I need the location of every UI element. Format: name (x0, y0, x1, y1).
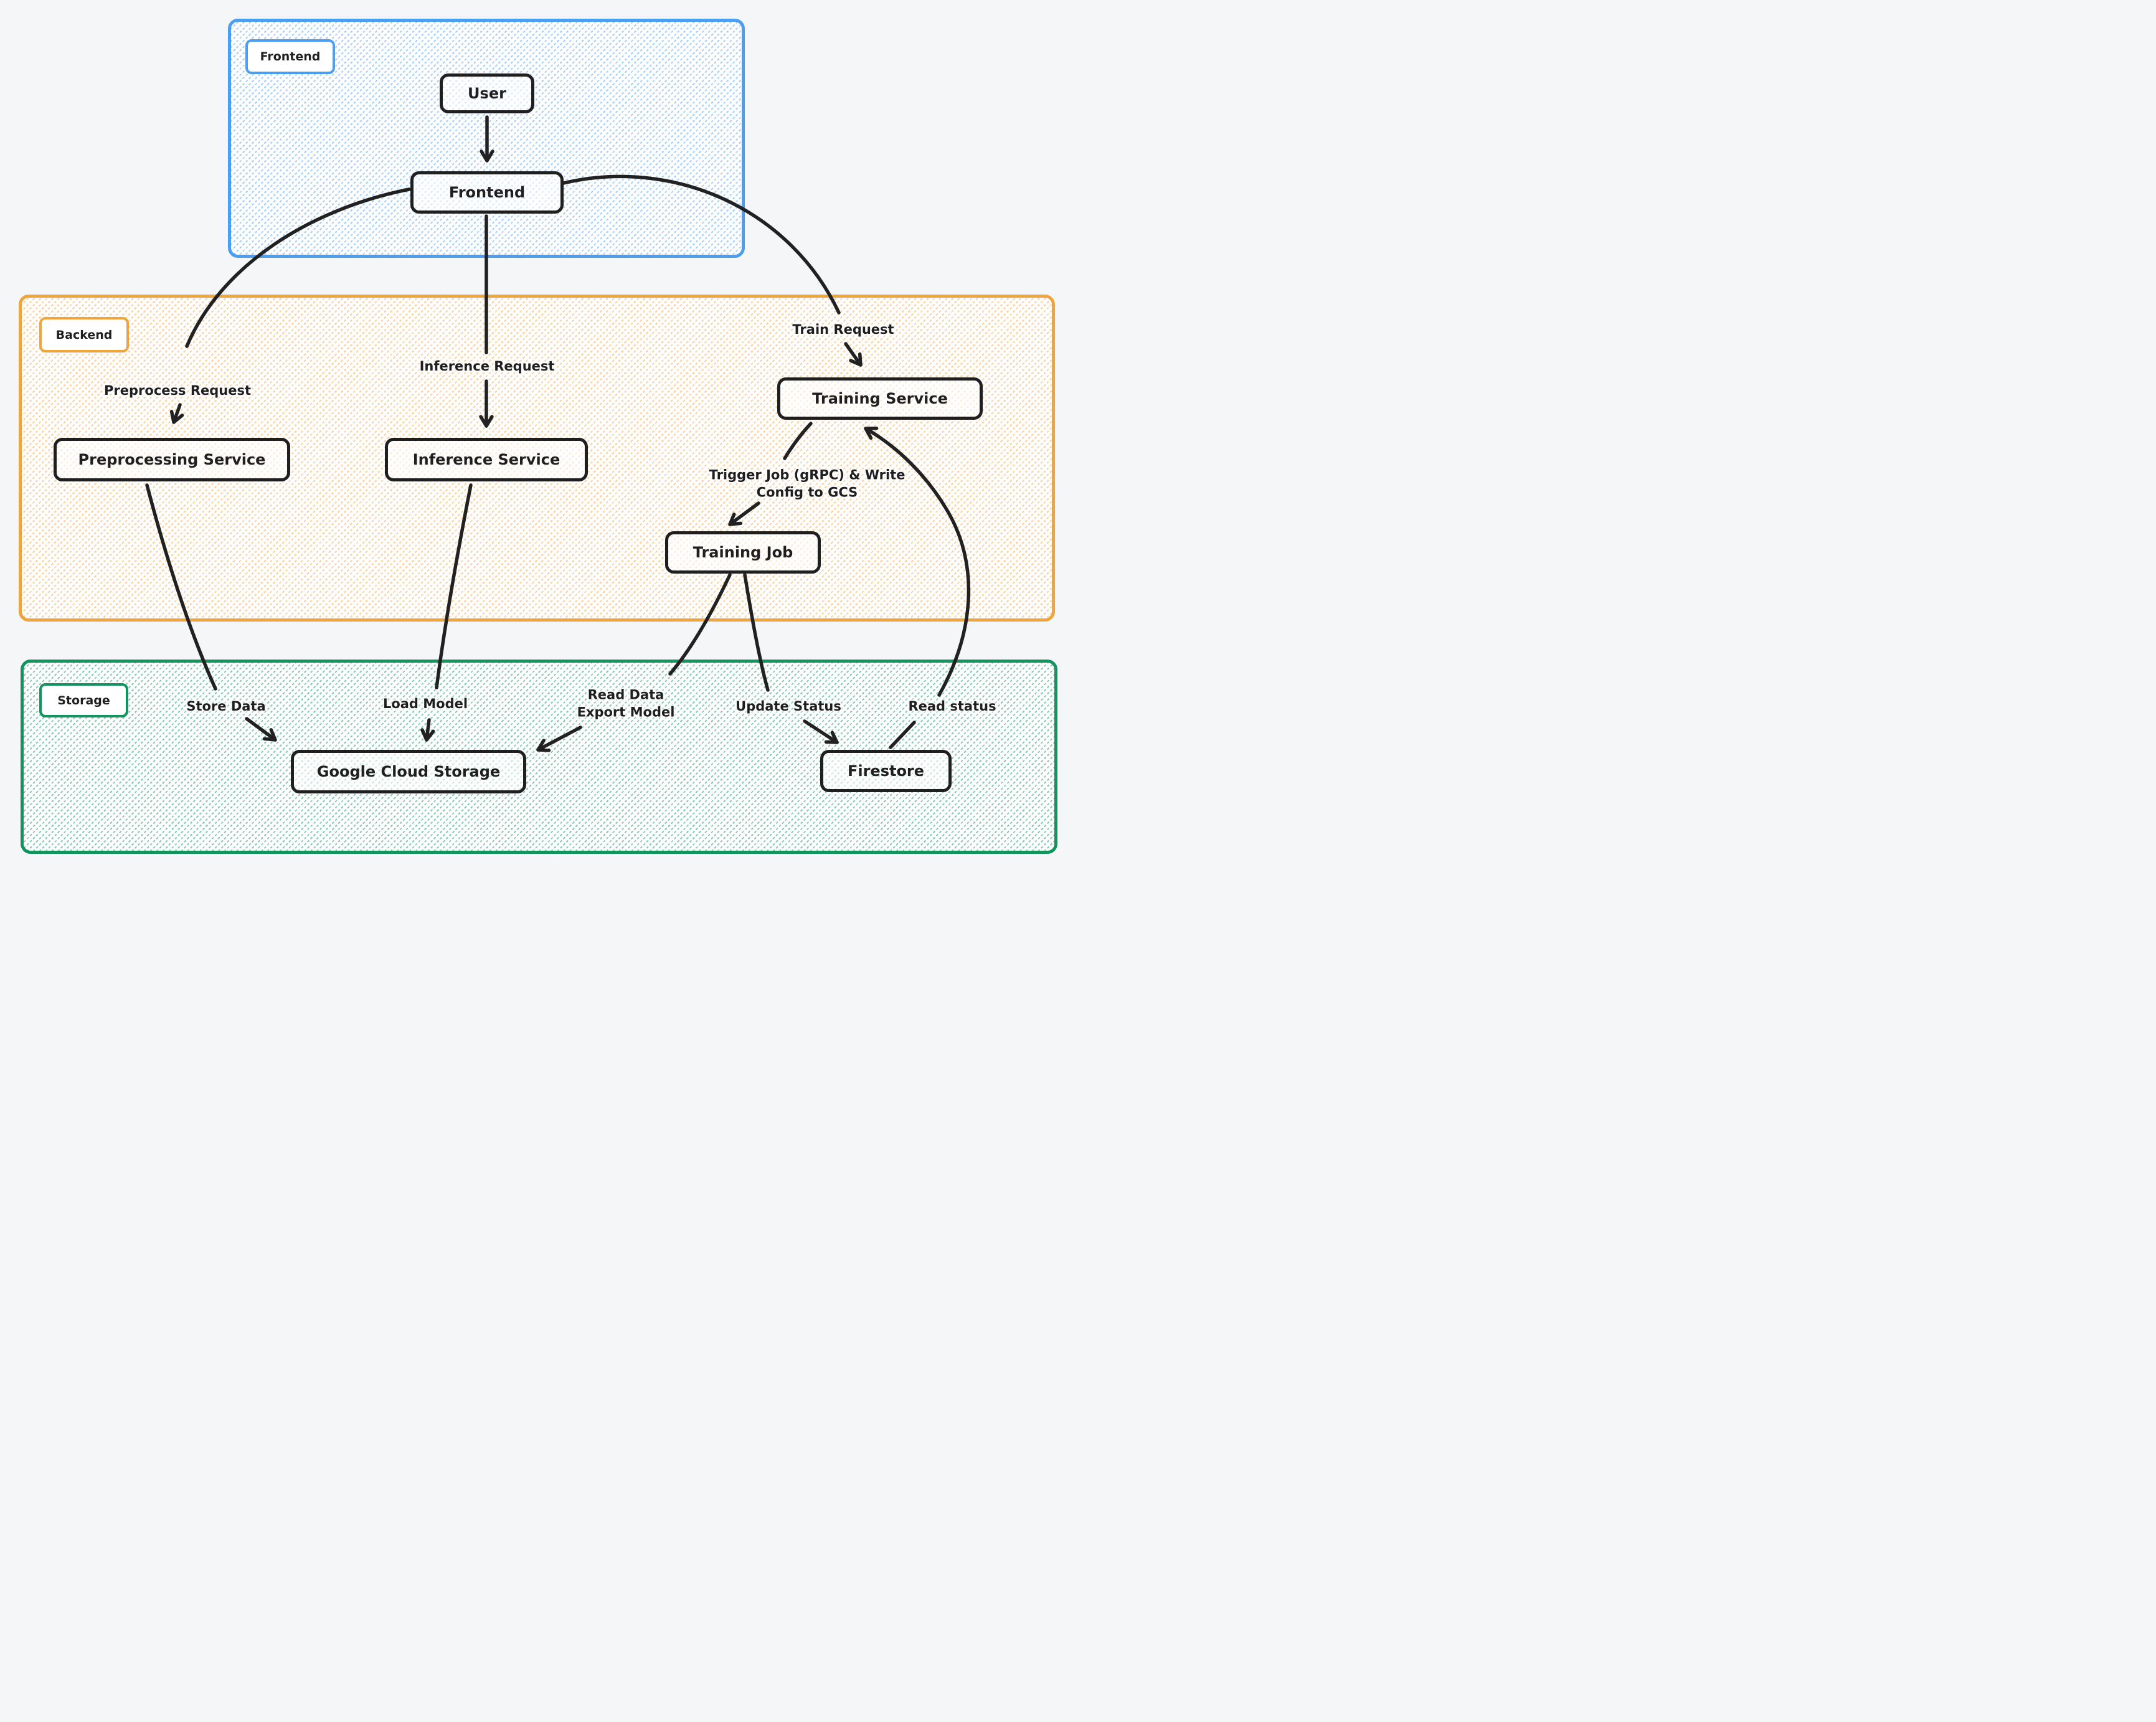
edge-label-train-request: Train Request (792, 321, 894, 337)
group-label-backend-text: Backend (55, 328, 113, 342)
node-user: User (440, 73, 534, 113)
group-label-storage-text: Storage (57, 693, 110, 707)
edge-label-read-data-export-model: Read Data Export Model (577, 686, 675, 722)
edge-label-trigger-job-line2: Config to GCS (756, 485, 858, 500)
edge-label-update-status: Update Status (735, 698, 841, 714)
edge-label-preprocess-request: Preprocess Request (104, 382, 251, 398)
node-frontend: Frontend (410, 171, 564, 214)
node-google-cloud-storage-label: Google Cloud Storage (316, 763, 501, 780)
node-preprocessing-service-label: Preprocessing Service (78, 451, 266, 468)
group-label-storage: Storage (39, 683, 128, 717)
edge-label-load-model: Load Model (382, 696, 468, 711)
node-training-job: Training Job (665, 531, 821, 574)
edge-label-read-data-line1: Read Data (587, 687, 664, 703)
group-label-frontend: Frontend (245, 39, 335, 74)
node-google-cloud-storage: Google Cloud Storage (291, 750, 526, 793)
group-label-frontend-text: Frontend (260, 50, 321, 64)
node-training-job-label: Training Job (693, 544, 793, 561)
node-frontend-label: Frontend (448, 184, 526, 201)
node-training-service: Training Service (777, 377, 983, 420)
edge-label-store-data: Store Data (186, 698, 266, 714)
edge-label-trigger-job-line1: Trigger Job (gRPC) & Write (709, 467, 905, 483)
edge-label-read-status: Read status (908, 698, 996, 714)
node-inference-service: Inference Service (385, 438, 588, 481)
edge-label-read-data-line2: Export Model (577, 705, 675, 720)
node-inference-service-label: Inference Service (412, 451, 560, 468)
edge-label-trigger-job: Trigger Job (gRPC) & Write Config to GCS (709, 466, 905, 502)
edge-label-inference-request: Inference Request (419, 358, 555, 374)
node-training-service-label: Training Service (812, 390, 948, 407)
node-preprocessing-service: Preprocessing Service (54, 438, 290, 481)
node-firestore: Firestore (820, 750, 952, 792)
node-firestore-label: Firestore (847, 762, 925, 780)
group-label-backend: Backend (39, 317, 129, 352)
diagram-canvas: Frontend Backend Storage User Frontend P… (0, 0, 1078, 861)
node-user-label: User (468, 85, 506, 102)
